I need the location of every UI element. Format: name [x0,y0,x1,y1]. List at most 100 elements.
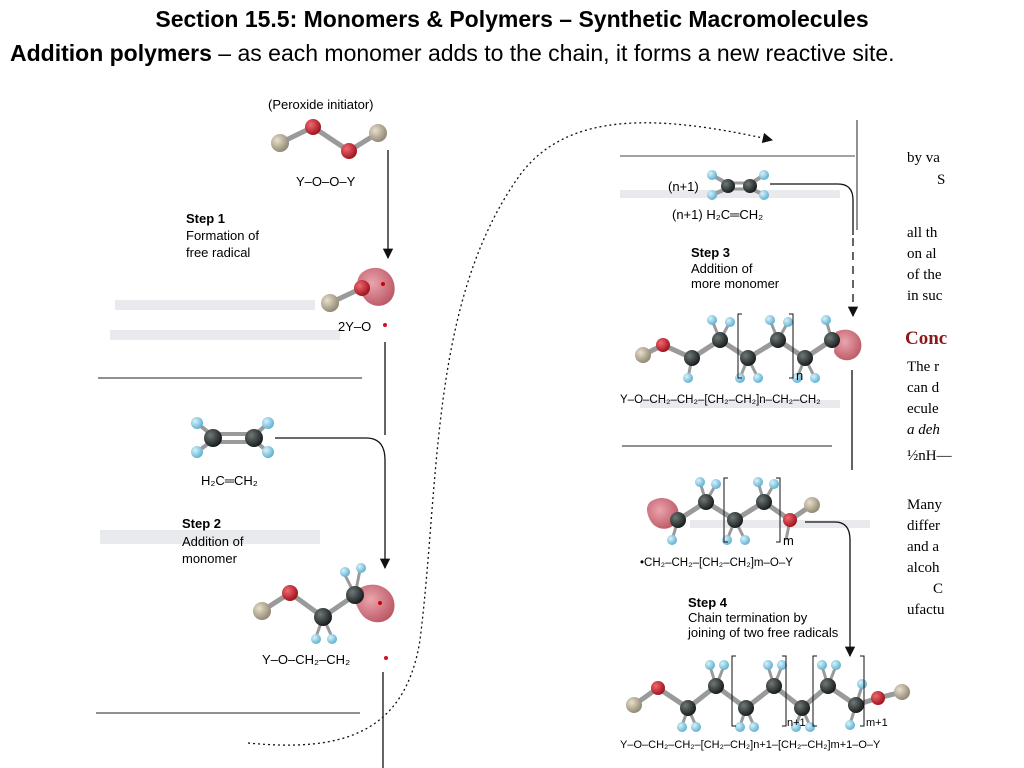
carbon-atom [204,429,222,447]
hydrogen-atom [707,315,717,325]
hydrogen-atom [705,660,715,670]
hydrogen-atom [792,373,802,383]
hydrogen-atom [677,722,687,732]
book-line: S [937,172,945,188]
peroxide-molecule [271,119,387,159]
subscript-n-plus-1: n+1 [787,717,806,729]
step2-title: Step 2 [182,516,221,531]
step2-line1: Addition of [182,534,244,549]
carbon-atom [314,608,332,626]
hydrogen-atom [262,417,274,429]
y-atom [635,347,651,363]
step3-title: Step 3 [691,245,730,260]
page-subtitle: Addition polymers – as each monomer adds… [10,40,1020,67]
carbon-atom [797,350,813,366]
hydrogen-atom [191,446,203,458]
hydrogen-atom [356,563,366,573]
y-atom [626,697,642,713]
hydrogen-atom [311,634,321,644]
subscript-n: n [796,368,803,383]
hydrogen-atom [191,417,203,429]
carbon-atom [712,332,728,348]
carbon-atom [743,179,757,193]
subtitle-bold: Addition polymers [10,40,212,66]
hydrogen-atom [691,722,701,732]
y-atom [271,134,289,152]
carbon-atom [680,700,696,716]
oxygen-atom [651,681,665,695]
hydrogen-atom [753,477,763,487]
subscript-m: m [783,533,794,548]
oxygen-atom [871,691,885,705]
hydrogen-atom [857,679,867,689]
chain-n-formula: Y–O–CH₂–CH₂–[CH₂–CH₂]n–CH₂–CH₂ [620,394,821,406]
oxygen-atom [783,513,797,527]
hydrogen-atom [769,479,779,489]
book-line: alcoh [907,560,940,576]
carbon-atom [820,678,836,694]
step3-line2: more monomer [691,276,780,291]
hydrogen-atom [759,190,769,200]
hydrogen-atom [753,373,763,383]
hydrogen-atom [711,479,721,489]
initiator-label: (Peroxide initiator) [268,97,374,112]
book-line: ½nH— [907,448,953,464]
book-line: can d [907,380,940,396]
book-line: ecule [907,401,939,417]
carbon-atom [794,700,810,716]
cropped-book-text: by va S all th on al of the in suc Conc … [905,150,953,618]
radical-lobe [357,267,395,306]
step3-line1: Addition of [691,261,753,276]
carbon-atom [684,350,700,366]
book-line: on al [907,246,937,262]
hydrogen-atom [831,660,841,670]
oxygen-atom [656,338,670,352]
arrow-monomer [770,183,854,235]
radical-lobe [354,584,395,623]
chain-radical-molecule [253,563,395,644]
carbon-atom [770,332,786,348]
hydrogen-atom [735,722,745,732]
radical-dot [384,656,388,660]
step4-line2: joining of two free radicals [687,625,839,640]
step1-title: Step 1 [186,211,225,226]
book-line: and a [907,539,939,555]
page-title: Section 15.5: Monomers & Polymers – Synt… [155,6,869,32]
step4-line1: Chain termination by [688,610,808,625]
hydrogen-atom [845,720,855,730]
book-line: by va [907,150,940,166]
oxy-radical-molecule [321,267,395,312]
carbon-atom [346,586,364,604]
step1-line1: Formation of [186,228,259,243]
final-formula: Y–O–CH₂–CH₂–[CH₂–CH₂]n+1–[CH₂–CH₂]m+1–O–… [620,739,881,751]
hydrogen-atom [327,634,337,644]
hydrogen-atom [683,373,693,383]
carbon-atom [670,512,686,528]
chain-m-formula: •CH₂–CH₂–[CH₂–CH₂]m–O–Y [640,557,793,569]
carbon-atom [766,678,782,694]
carbon-atom [698,494,714,510]
final-polymer-molecule [626,660,910,732]
radical-lobe [834,329,862,361]
arrow-ethylene [275,437,391,570]
oxygen-atom [282,585,298,601]
oxygen-atom [341,143,357,159]
hydrogen-atom [707,170,717,180]
book-line: in suc [907,288,943,304]
y-atom [894,684,910,700]
hydrogen-atom [763,660,773,670]
radical-formula: 2Y–O [338,319,371,334]
monomer-count: (n+1) [668,179,699,194]
subtitle-rest: – as each monomer adds to the chain, it … [211,40,895,66]
carbon-atom [848,697,864,713]
arrow-chain-m [805,521,856,658]
carbon-atom [721,179,735,193]
repeat-bracket-n [737,313,794,379]
carbon-atom [727,512,743,528]
hydrogen-atom [759,170,769,180]
carbon-atom [738,700,754,716]
repeat-bracket-m1 [812,655,865,727]
repeat-bracket-m [723,477,781,543]
chain-formula: Y–O–CH₂–CH₂ [262,652,350,667]
